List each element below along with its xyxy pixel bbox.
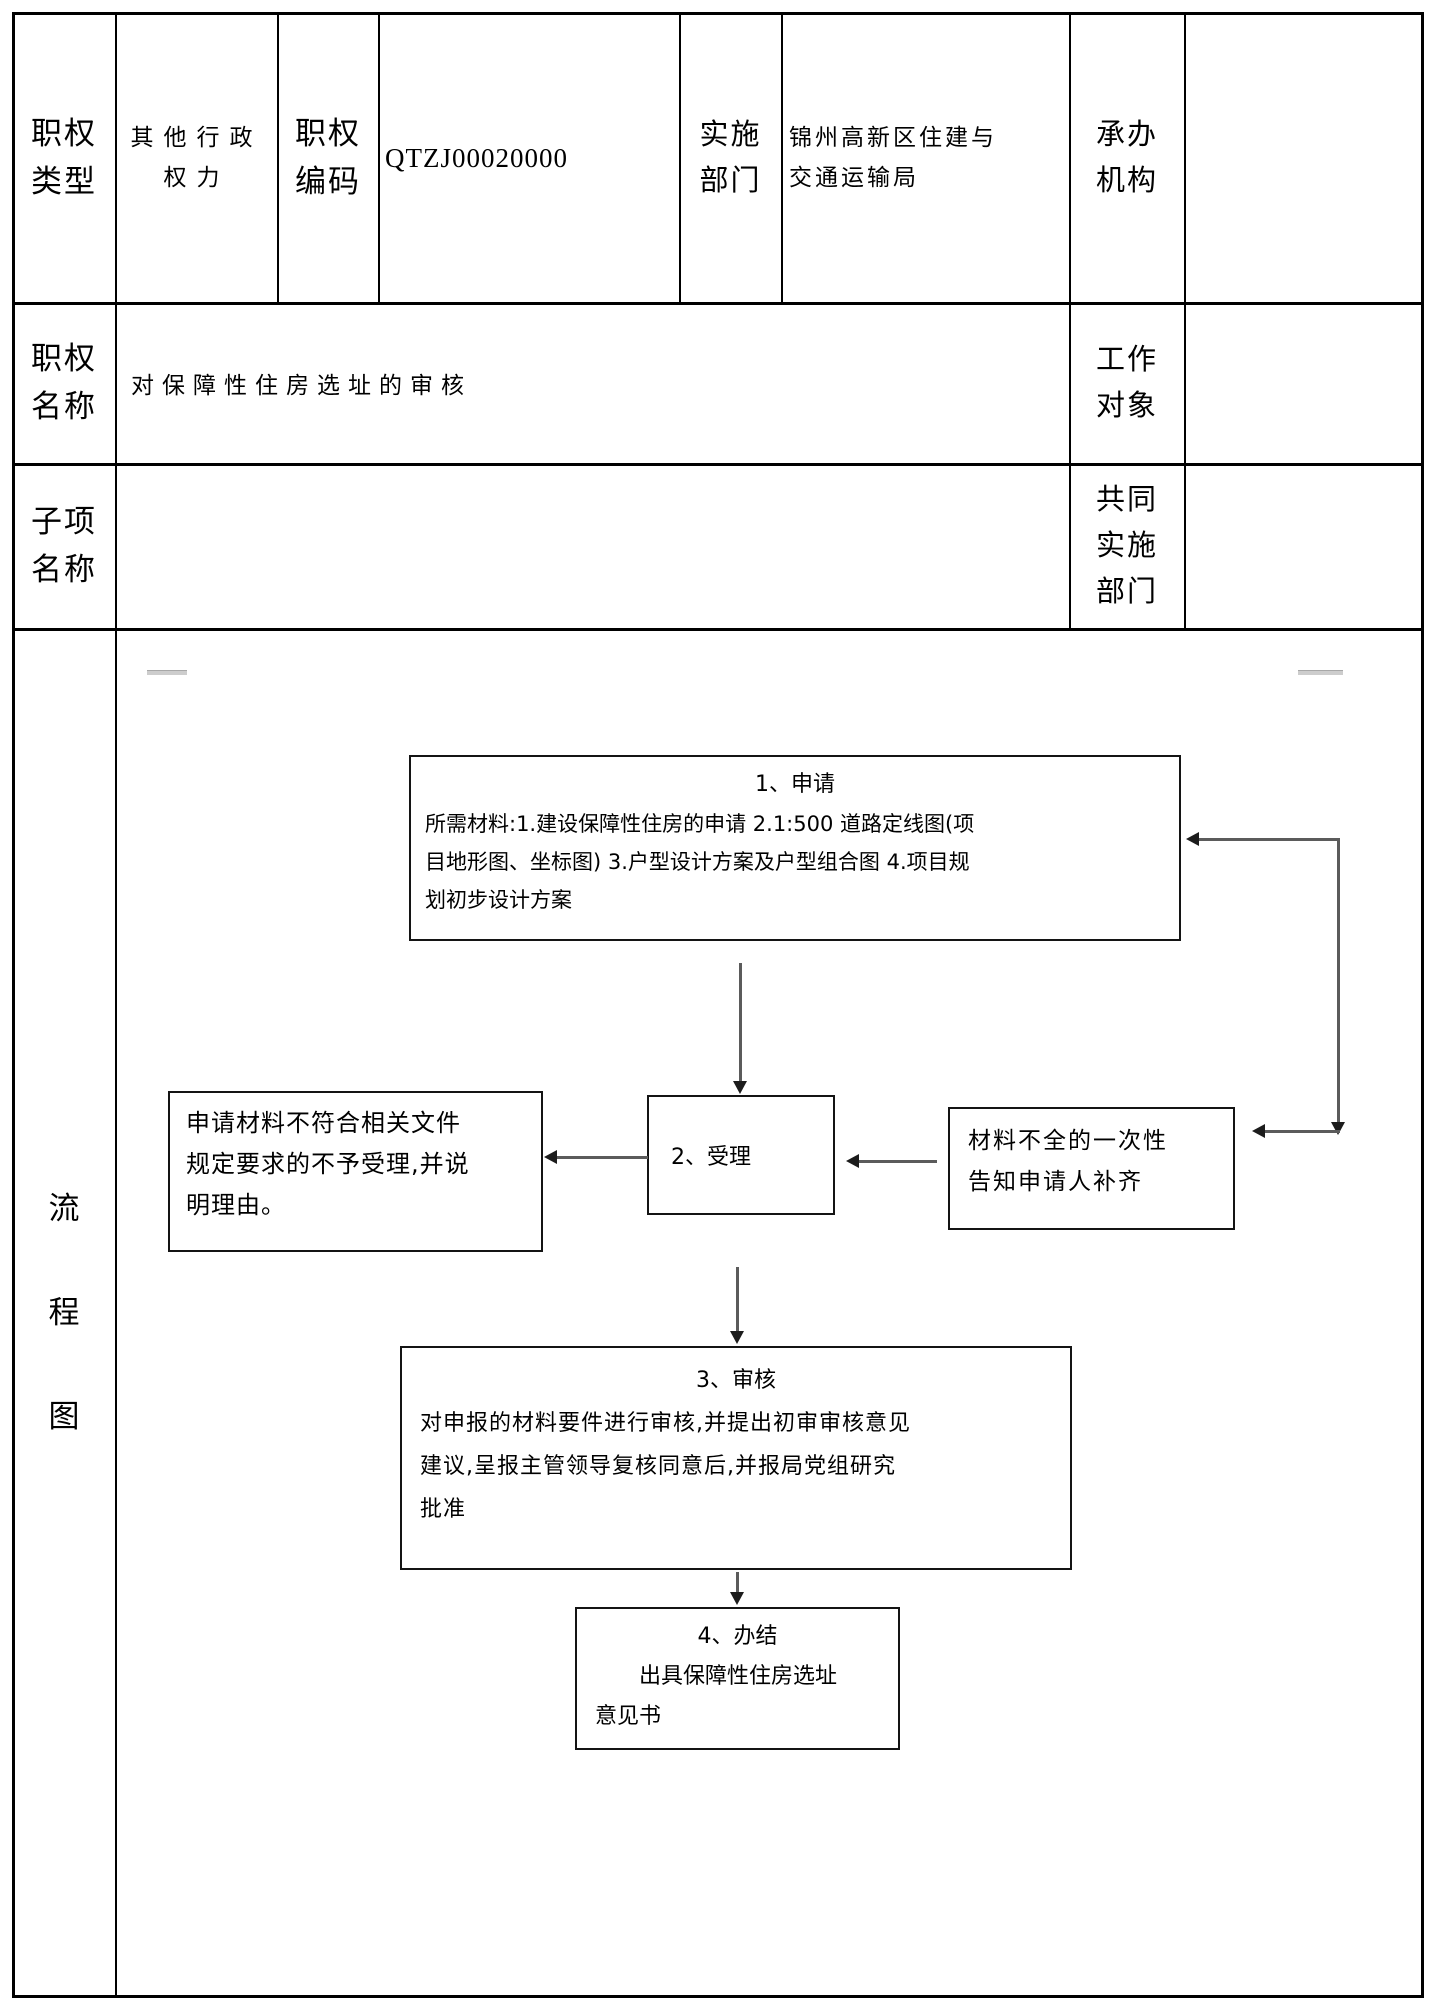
- cell-subitem-name-value: [117, 466, 1068, 625]
- arrow-step2-to-reject-arrowhead: [544, 1150, 557, 1164]
- handling-agency-label: 承办机构: [1095, 119, 1158, 197]
- table-gridline: [1184, 302, 1186, 463]
- flow-step3-title: 3、审核: [696, 1368, 776, 1393]
- cell-authority-name-label: 职权名称: [14, 305, 114, 460]
- arrow-supplement-to-step2-arrowhead: [846, 1154, 859, 1168]
- cell-authority-code-label: 职权编码: [279, 15, 377, 301]
- table-gridline: [1184, 463, 1186, 628]
- loop-supplement-to-step1-top-line: [1198, 838, 1340, 841]
- work-target-label: 工作对象: [1095, 343, 1158, 422]
- loop-supplement-to-step1-arrowhead: [1186, 832, 1199, 846]
- loop-vertical-down-arrowhead: [1331, 1122, 1345, 1135]
- page-margin-dash: [1298, 670, 1343, 675]
- implementing-dept-label: 实施部门: [699, 119, 762, 197]
- table-gridline: [378, 12, 380, 302]
- cell-authority-name-value: 对保障性住房选址的审核: [117, 305, 1068, 460]
- table-gridline: [115, 463, 117, 628]
- flow-step3-review-box: 3、审核 对申报的材料要件进行审核,并提出初审审核意见 建议,呈报主管领导复核同…: [400, 1346, 1072, 1570]
- table-gridline: [12, 302, 1424, 305]
- arrow-step1-to-step2: [739, 963, 742, 1081]
- authority-code-value: QTZJ00020000: [385, 142, 568, 173]
- joint-dept-label: 共同实施部门: [1095, 483, 1158, 608]
- subitem-name-label: 子项名称: [31, 503, 97, 587]
- table-gridline: [12, 463, 1424, 466]
- arrow-step3-to-step4: [736, 1572, 739, 1593]
- cell-joint-dept-label: 共同实施部门: [1071, 466, 1183, 625]
- authority-name-value: 对保障性住房选址的审核: [131, 372, 472, 398]
- table-gridline: [115, 628, 117, 1998]
- authority-code-label: 职权编码: [295, 116, 361, 199]
- flow-step4-body: 出具保障性住房选址 意见书: [595, 1664, 838, 1729]
- page-margin-dash: [147, 670, 187, 675]
- loop-supplement-to-step1-vertical-line: [1337, 838, 1340, 1124]
- flow-step1-apply-box: 1、申请 所需材料:1.建设保障性住房的申请 2.1:500 道路定线图(项 目…: [409, 755, 1181, 941]
- flow-step3-body: 对申报的材料要件进行审核,并提出初审审核意见 建议,呈报主管领导复核同意后,并报…: [420, 1411, 911, 1522]
- flow-step2-accept-box: 2、受理: [647, 1095, 835, 1215]
- flow-supplement-note-body: 材料不全的一次性 告知申请人补齐: [968, 1128, 1168, 1195]
- arrow-step2-to-step3-arrowhead: [730, 1331, 744, 1344]
- loop-bottom-arrowhead: [1252, 1124, 1265, 1138]
- flow-reject-note-box: 申请材料不符合相关文件 规定要求的不予受理,并说 明理由。: [168, 1091, 543, 1252]
- cell-joint-dept-value: [1186, 466, 1421, 625]
- cell-implementing-dept-label: 实施部门: [681, 15, 780, 301]
- cell-authority-code-value: QTZJ00020000: [380, 15, 678, 301]
- flow-step1-body: 所需材料:1.建设保障性住房的申请 2.1:500 道路定线图(项 目地形图、坐…: [425, 812, 975, 912]
- cell-work-target-value: [1186, 305, 1421, 460]
- cell-handling-agency-value: [1186, 15, 1421, 301]
- table-gridline: [1184, 12, 1186, 302]
- flowchart-label: 流程图: [48, 1191, 80, 1434]
- table-gridline: [679, 12, 681, 302]
- arrow-step1-to-step2-arrowhead: [733, 1081, 747, 1094]
- table-outer-border: [12, 12, 1424, 1998]
- table-gridline: [1069, 12, 1071, 302]
- cell-authority-type-label: 职权类型: [14, 15, 114, 301]
- authority-name-label: 职权名称: [31, 340, 97, 424]
- table-gridline: [1069, 302, 1071, 463]
- arrow-step3-to-step4-arrowhead: [730, 1592, 744, 1605]
- table-gridline: [115, 12, 117, 302]
- table-gridline: [277, 12, 279, 302]
- flow-step4-complete-box: 4、办结 出具保障性住房选址 意见书: [575, 1607, 900, 1750]
- flow-step4-title: 4、办结: [697, 1624, 778, 1649]
- table-gridline: [1069, 463, 1071, 628]
- table-gridline: [12, 628, 1424, 631]
- arrow-step2-to-step3: [736, 1267, 739, 1331]
- table-gridline: [115, 302, 117, 463]
- arrow-step2-to-reject: [556, 1156, 648, 1159]
- flow-supplement-note-box: 材料不全的一次性 告知申请人补齐: [948, 1107, 1235, 1230]
- cell-handling-agency-label: 承办机构: [1071, 15, 1183, 301]
- cell-authority-type-value: 其他行政权力: [117, 15, 276, 301]
- implementing-dept-value: 锦州高新区住建与交通运输局: [789, 125, 997, 190]
- authority-type-label: 职权类型: [31, 116, 97, 199]
- cell-subitem-name-label: 子项名称: [14, 466, 114, 625]
- table-gridline: [781, 12, 783, 302]
- cell-flowchart-label: 流程图: [14, 630, 114, 1996]
- flow-reject-note-body: 申请材料不符合相关文件 规定要求的不予受理,并说 明理由。: [186, 1109, 470, 1219]
- cell-work-target-label: 工作对象: [1071, 305, 1183, 460]
- flow-step2-title: 2、受理: [671, 1145, 751, 1170]
- loop-bottom-line: [1264, 1130, 1340, 1133]
- authority-type-value: 其他行政权力: [130, 125, 263, 190]
- flow-step1-title: 1、申请: [755, 772, 835, 797]
- cell-implementing-dept-value: 锦州高新区住建与交通运输局: [783, 15, 1068, 301]
- arrow-supplement-to-step2: [859, 1160, 937, 1163]
